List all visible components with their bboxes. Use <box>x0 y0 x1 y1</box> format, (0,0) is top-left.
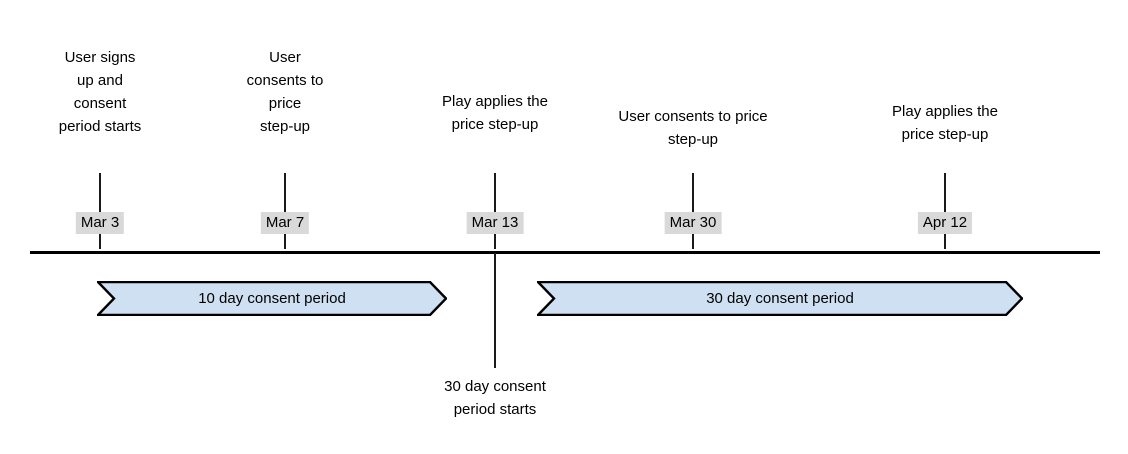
date-chip-apr-12: Apr 12 <box>917 212 973 234</box>
date-chip-mar-7: Mar 7 <box>260 212 310 234</box>
event-caption-consent-30-day: User consents to price step-up <box>618 108 768 148</box>
period-label-10-day: 10 day consent period <box>198 289 346 307</box>
date-chip-mar-13: Mar 13 <box>466 212 524 234</box>
chevron-banner-shape-30-day <box>537 281 1023 316</box>
period-banner-30-day: 30 day consent period <box>537 281 1023 316</box>
event-caption-stepup-applied-2: Play applies the price step-up <box>892 103 998 143</box>
period-label-30-day: 30 day consent period <box>706 289 854 307</box>
chevron-banner-shape-10-day <box>97 281 447 316</box>
tick-stem-consent-30-day <box>692 173 694 249</box>
event-caption-stepup-applied-1: Play applies the price step-up <box>442 93 548 133</box>
date-chip-mar-3: Mar 3 <box>75 212 125 234</box>
tick-stem-stepup-applied-1 <box>494 173 496 249</box>
tick-stem-signup <box>99 173 101 249</box>
date-chip-mar-30: Mar 30 <box>664 212 722 234</box>
event-caption-30-day-consent-start: 30 day consent period starts <box>444 378 546 418</box>
tick-stem-30-day-consent-start <box>494 253 496 368</box>
timeline-axis <box>30 251 1100 254</box>
tick-stem-consent-10-day <box>284 173 286 249</box>
event-caption-signup: User signs up and consent period starts <box>58 49 142 135</box>
period-banner-10-day: 10 day consent period <box>97 281 447 316</box>
event-caption-consent-10-day: User consents to price step-up <box>246 49 324 135</box>
tick-stem-stepup-applied-2 <box>944 173 946 249</box>
